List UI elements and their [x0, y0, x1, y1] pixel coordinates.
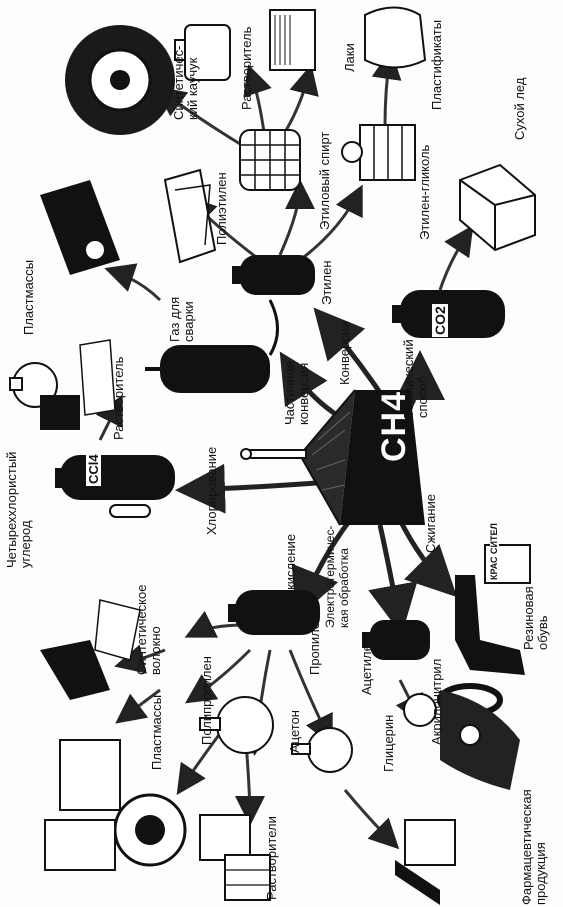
co2-cylinder-illustration: [392, 290, 505, 338]
pharma-products-illustration: [395, 819, 456, 905]
label-synthetic-fiber: Синтетическое волокно: [134, 584, 163, 675]
lacquer-can-illustration: [269, 9, 316, 71]
plastic-pipes-illustration: [40, 180, 120, 275]
label-acrylonitrile: Акрилонитрил: [429, 658, 444, 745]
solvent-cans-illustration: [199, 814, 271, 901]
label-ethyl-alcohol: Этиловый спирт: [317, 131, 332, 230]
label-polypropylene: Полипропилен: [199, 656, 214, 745]
ccl4-cylinder-label: CCl4: [86, 452, 101, 486]
welding-gas-cylinder-illustration: [145, 299, 279, 393]
label-glycerin: Глицерин: [381, 714, 396, 772]
label-plastics-right: Пластмассы: [149, 694, 164, 770]
label-dry-ice: Сухой лед: [512, 77, 527, 140]
label-acetylene: Ацетилен: [359, 637, 374, 695]
label-plastics-left: Пластмассы: [21, 259, 36, 335]
ethylene-cylinder-illustration: [232, 255, 315, 295]
propylene-cylinder-illustration: [228, 590, 320, 635]
ccl4-cylinder-illustration: [55, 455, 175, 518]
label-ethylene-glycol: Этилен-гликоль: [417, 144, 432, 240]
label-propylene: Пропилен: [307, 614, 322, 675]
co2-cylinder-label: CO2: [432, 304, 448, 337]
ethylene-glycol-reactor-illustration: [341, 124, 416, 181]
solvent-bottle-illustration: [174, 24, 231, 81]
label-combustion: Сжигание: [423, 494, 438, 553]
label-ethylene: Этилен: [319, 260, 334, 305]
label-solvent-left: Растворитель: [111, 356, 126, 440]
ccl4-solvent-barrel-illustration: [40, 339, 116, 430]
label-rubber-shoes: Резиновая обувь: [521, 586, 550, 650]
acetone-flask-illustration: [199, 696, 274, 754]
label-electrothermal: Электротермичес- кая обработка: [323, 525, 351, 628]
methane-tank-illustration: [240, 389, 425, 526]
label-oxidation: Окисление: [283, 533, 298, 600]
label-lacquers: Лаки: [342, 43, 357, 72]
label-polyethylene: Полиэтилен: [214, 172, 229, 245]
polyethylene-sheets-illustration: [163, 168, 217, 264]
synthetic-fiber-illustration: [40, 599, 141, 700]
label-pharma: Фармацевтическая продукция: [519, 789, 548, 905]
acetylene-cylinder-illustration: [362, 620, 430, 660]
plasticizer-bag-illustration: [364, 6, 427, 69]
label-welding-gas: Газ для сварки: [167, 296, 196, 342]
label-partial-conversion: Частичная конверсия: [282, 361, 311, 425]
label-acetone: Ацетон: [287, 710, 302, 753]
paint-can-label: КРАС СИТЕЛ: [489, 523, 499, 580]
label-synthetic-rubber: Синтетичес- кий каучук: [171, 45, 200, 120]
tire-illustration: [65, 25, 175, 135]
label-conversion: Конверсия: [337, 320, 352, 385]
label-solvent-top: Растворитель: [239, 26, 254, 110]
label-plasticizers: Пластификаты: [429, 19, 444, 110]
ethanol-reactor-illustration: [239, 129, 301, 191]
glycerin-flask-illustration: [291, 727, 353, 773]
label-solvents: Растворители: [264, 816, 279, 900]
dry-ice-block-illustration: [459, 163, 536, 252]
label-thermal: Термический способ: [401, 339, 430, 418]
acrylonitrile-fabric-illustration: [440, 690, 520, 790]
plastic-goods-illustration: [44, 739, 187, 871]
rubber-boot-illustration: [437, 544, 531, 717]
label-chlorination: Хлорирование: [204, 446, 219, 535]
label-carbon-tetrachloride: Четыреххлористый углерод: [4, 451, 33, 568]
acrylonitrile-flask-illustration: [403, 693, 437, 727]
